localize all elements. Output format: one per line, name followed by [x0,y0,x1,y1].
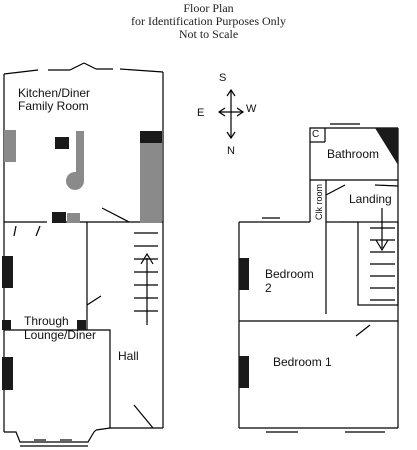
kitchen-appliance-icon [140,131,162,143]
cupboard-label: C [312,129,320,140]
landing-stair-box [357,221,399,306]
lounge-label-2: Lounge/Diner [24,328,97,342]
kitchen-unit-dark-icon [55,137,69,149]
compass-east-label: E [197,107,205,119]
bedroom2-label-1: Bedroom [265,267,314,281]
ground-stairs [134,232,158,325]
hall-label: Hall [118,349,139,363]
clk-room-label: Clk room [314,183,324,220]
kitchen-unit-left-icon [4,130,16,162]
landing-label: Landing [349,192,392,206]
radiator-lounge-1-icon [2,256,13,288]
kitchen-label-1: Kitchen/Diner [18,86,91,100]
header-line-2: for Identification Purposes Only [131,14,286,28]
lounge-bay-wall [4,329,163,429]
compass-south-label: S [219,72,227,84]
kitchen-label-2: Family Room [18,99,89,113]
first-stairs [370,208,395,301]
radiator-bed1-icon [239,356,249,388]
header-line-1: Floor Plan [183,1,234,15]
compass-west-label: W [246,103,257,115]
fixtures [2,128,398,390]
radiator-lounge-2-icon [2,357,13,390]
kitchen-sink-icon [66,131,84,190]
lounge-label-1: Through [24,314,69,328]
bay-window [4,429,97,443]
radiator-bed2-icon [239,258,249,290]
kitchen-counter-icon [140,143,162,223]
compass-rose-icon [217,88,245,140]
bathroom-label: Bathroom [327,147,380,161]
bathroom-wall [309,127,398,222]
header-line-3: Not to Scale [178,27,239,41]
bedroom2-label-2: 2 [265,281,272,295]
bedroom1-label: Bedroom 1 [273,355,332,369]
bath-corner-icon [375,128,398,165]
ground-wall-top [3,69,39,75]
compass-north-label: N [227,145,235,157]
